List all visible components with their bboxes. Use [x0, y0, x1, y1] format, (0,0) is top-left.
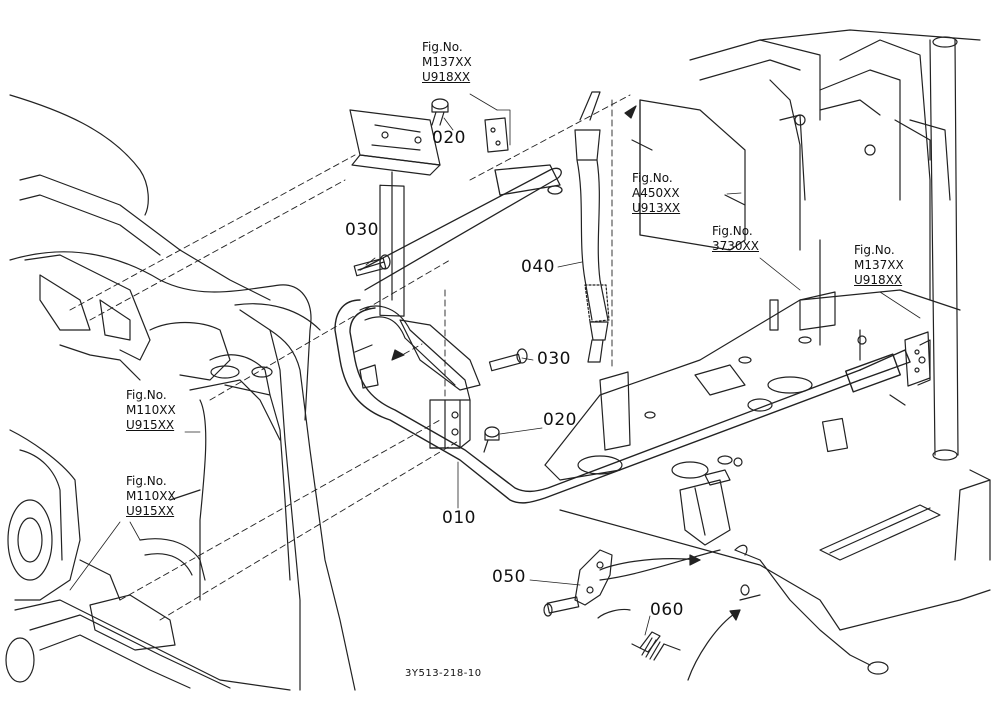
latch-bracket: [680, 456, 742, 545]
return-rod: [735, 545, 888, 674]
fig-ref-left-2: Fig.No. M110XX U915XX: [126, 474, 176, 519]
lower-console: [6, 430, 290, 690]
part-label-030-left: 030: [345, 220, 379, 240]
fig-ref-a450: Fig.No. A450XX U913XX: [632, 171, 680, 216]
small-bracket-right: [905, 332, 930, 386]
fig-ref-title: Fig.No.: [712, 224, 753, 238]
fig-ref-top: Fig.No. M137XX U918XX: [422, 40, 472, 85]
fig-ref-line2: U918XX: [854, 273, 903, 287]
lower-panel: [560, 480, 990, 630]
fig-ref-line1: A450XX: [632, 186, 680, 200]
fig-ref-title: Fig.No.: [854, 243, 895, 257]
tractor-frame-right: [690, 30, 990, 560]
spring-060: [632, 632, 680, 660]
bolt-030-right: [489, 349, 527, 371]
vertical-post: [355, 290, 480, 448]
part-label-060: 060: [650, 600, 684, 620]
fig-ref-left-1: Fig.No. M110XX U915XX: [126, 388, 176, 433]
bolt-020-lower: [484, 427, 499, 452]
main-frame-010: [335, 300, 910, 503]
fig-ref-right: Fig.No. M137XX U918XX: [854, 243, 904, 288]
bolt-020-top: [432, 99, 448, 125]
part-label-010: 010: [442, 508, 476, 528]
fig-ref-title: Fig.No.: [632, 171, 673, 185]
upper-bracket: [350, 110, 440, 316]
fig-ref-title: Fig.No.: [126, 388, 167, 402]
fig-ref-line1: M110XX: [126, 403, 176, 417]
leader-lines: [70, 94, 920, 635]
assembly-arrows: [392, 344, 749, 680]
fig-ref-line1: 3730XX: [712, 239, 759, 253]
side-panel: [470, 95, 745, 370]
part-label-020-lower: 020: [543, 410, 577, 430]
part-label-030-right: 030: [537, 349, 571, 369]
fig-ref-title: Fig.No.: [126, 474, 167, 488]
fig-ref-line1: M137XX: [422, 55, 472, 69]
lever-050: [544, 550, 612, 616]
fig-ref-line2: U918XX: [422, 70, 471, 84]
fig-ref-line1: M137XX: [854, 258, 904, 272]
floor-plate: [545, 240, 960, 480]
strap-040: [575, 92, 609, 362]
fig-ref-3730: Fig.No. 3730XX: [712, 224, 759, 254]
dashboard-housing: [10, 95, 355, 690]
fig-ref-line2: U915XX: [126, 504, 175, 518]
part-label-040: 040: [521, 257, 555, 277]
phantom-lines-left: [70, 155, 460, 620]
fig-ref-line1: M110XX: [126, 489, 176, 503]
drawing-code: 3Y513-218-10: [405, 668, 482, 679]
bolt-030-left: [354, 255, 390, 276]
part-label-020-top: 020: [432, 128, 466, 148]
part-label-050: 050: [492, 567, 526, 587]
fig-ref-title: Fig.No.: [422, 40, 463, 54]
small-bracket-top: [485, 118, 508, 152]
fig-ref-line2: U915XX: [126, 418, 175, 432]
diagonal-brace: [360, 165, 562, 290]
fig-ref-line2: U913XX: [632, 201, 681, 215]
